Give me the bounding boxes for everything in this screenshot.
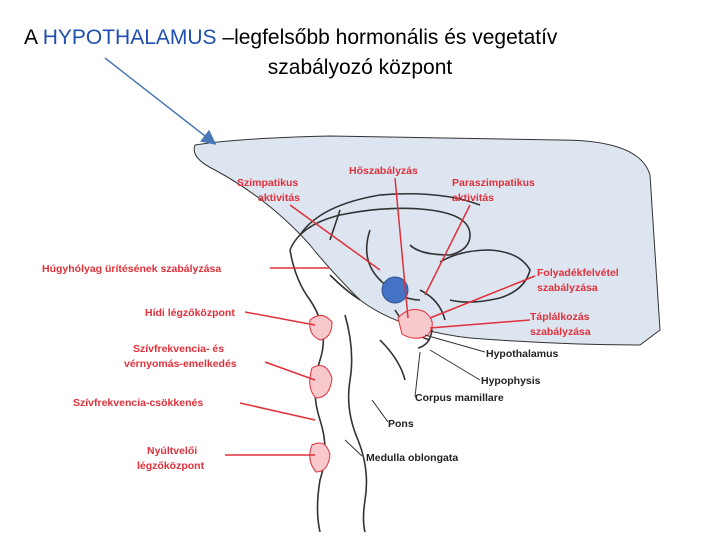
label-taplalkozas-1: Táplálkozás [530, 311, 590, 323]
red-pointer-lines [225, 177, 536, 456]
hypothalamus-nucleus [397, 309, 433, 339]
title-prefix: A [24, 26, 43, 49]
label-paraszimpatikus-1: Paraszimpatikus [452, 177, 535, 189]
title-rest: –legfelsőbb hormonális és vegetatív [216, 26, 558, 49]
label-nyultvel-1: Nyúltvelői [147, 445, 197, 457]
title-line-2: szabályozó központ [267, 56, 453, 79]
label-hypophysis: Hypophysis [481, 375, 541, 387]
label-szivfrekvencia-emel-1: Szívfrekvencia- és [133, 343, 224, 355]
title-line-1: A HYPOTHALAMUS –legfelsőbb hormonális és… [24, 24, 557, 52]
medulla-nucleus [309, 442, 331, 473]
label-corpus-mamillare: Corpus mamillare [415, 392, 504, 404]
label-hugyholyag: Húgyhólyag ürítésének szabályzása [42, 263, 221, 275]
label-hypothalamus: Hypothalamus [486, 348, 559, 360]
label-hoszabalyzas: Hőszabályzás [349, 165, 418, 177]
label-folyadek-2: szabályzása [537, 282, 598, 294]
dark-pointer-lines [344, 334, 486, 457]
label-szivfrekvencia-csokk: Szívfrekvencia-csökkenés [73, 397, 203, 409]
nuclei [309, 309, 433, 473]
label-paraszimpatikus-2: aktivitás [452, 192, 494, 204]
label-nyultvel-2: légzőközpont [137, 460, 205, 472]
label-szimpatikus-1: Szimpatikus [237, 177, 298, 189]
label-hidi: Hídi légzőközpont [145, 307, 235, 319]
title-highlight: HYPOTHALAMUS [42, 26, 217, 49]
label-szimpatikus-2: aktivitás [258, 192, 300, 204]
label-taplalkozas-2: szabályzása [530, 326, 591, 338]
label-szivfrekvencia-emel-2: vérnyomás-emelkedés [124, 358, 237, 370]
pons-nucleus-upper [309, 315, 333, 341]
label-medulla-oblongata: Medulla oblongata [366, 452, 458, 464]
label-folyadek-1: Folyadékfelvétel [537, 267, 619, 279]
label-pons: Pons [388, 418, 414, 430]
marker-circle [381, 276, 409, 304]
highlight-region [193, 135, 661, 346]
pons-nucleus-lower [309, 365, 333, 399]
pointer-arrow [104, 57, 217, 145]
